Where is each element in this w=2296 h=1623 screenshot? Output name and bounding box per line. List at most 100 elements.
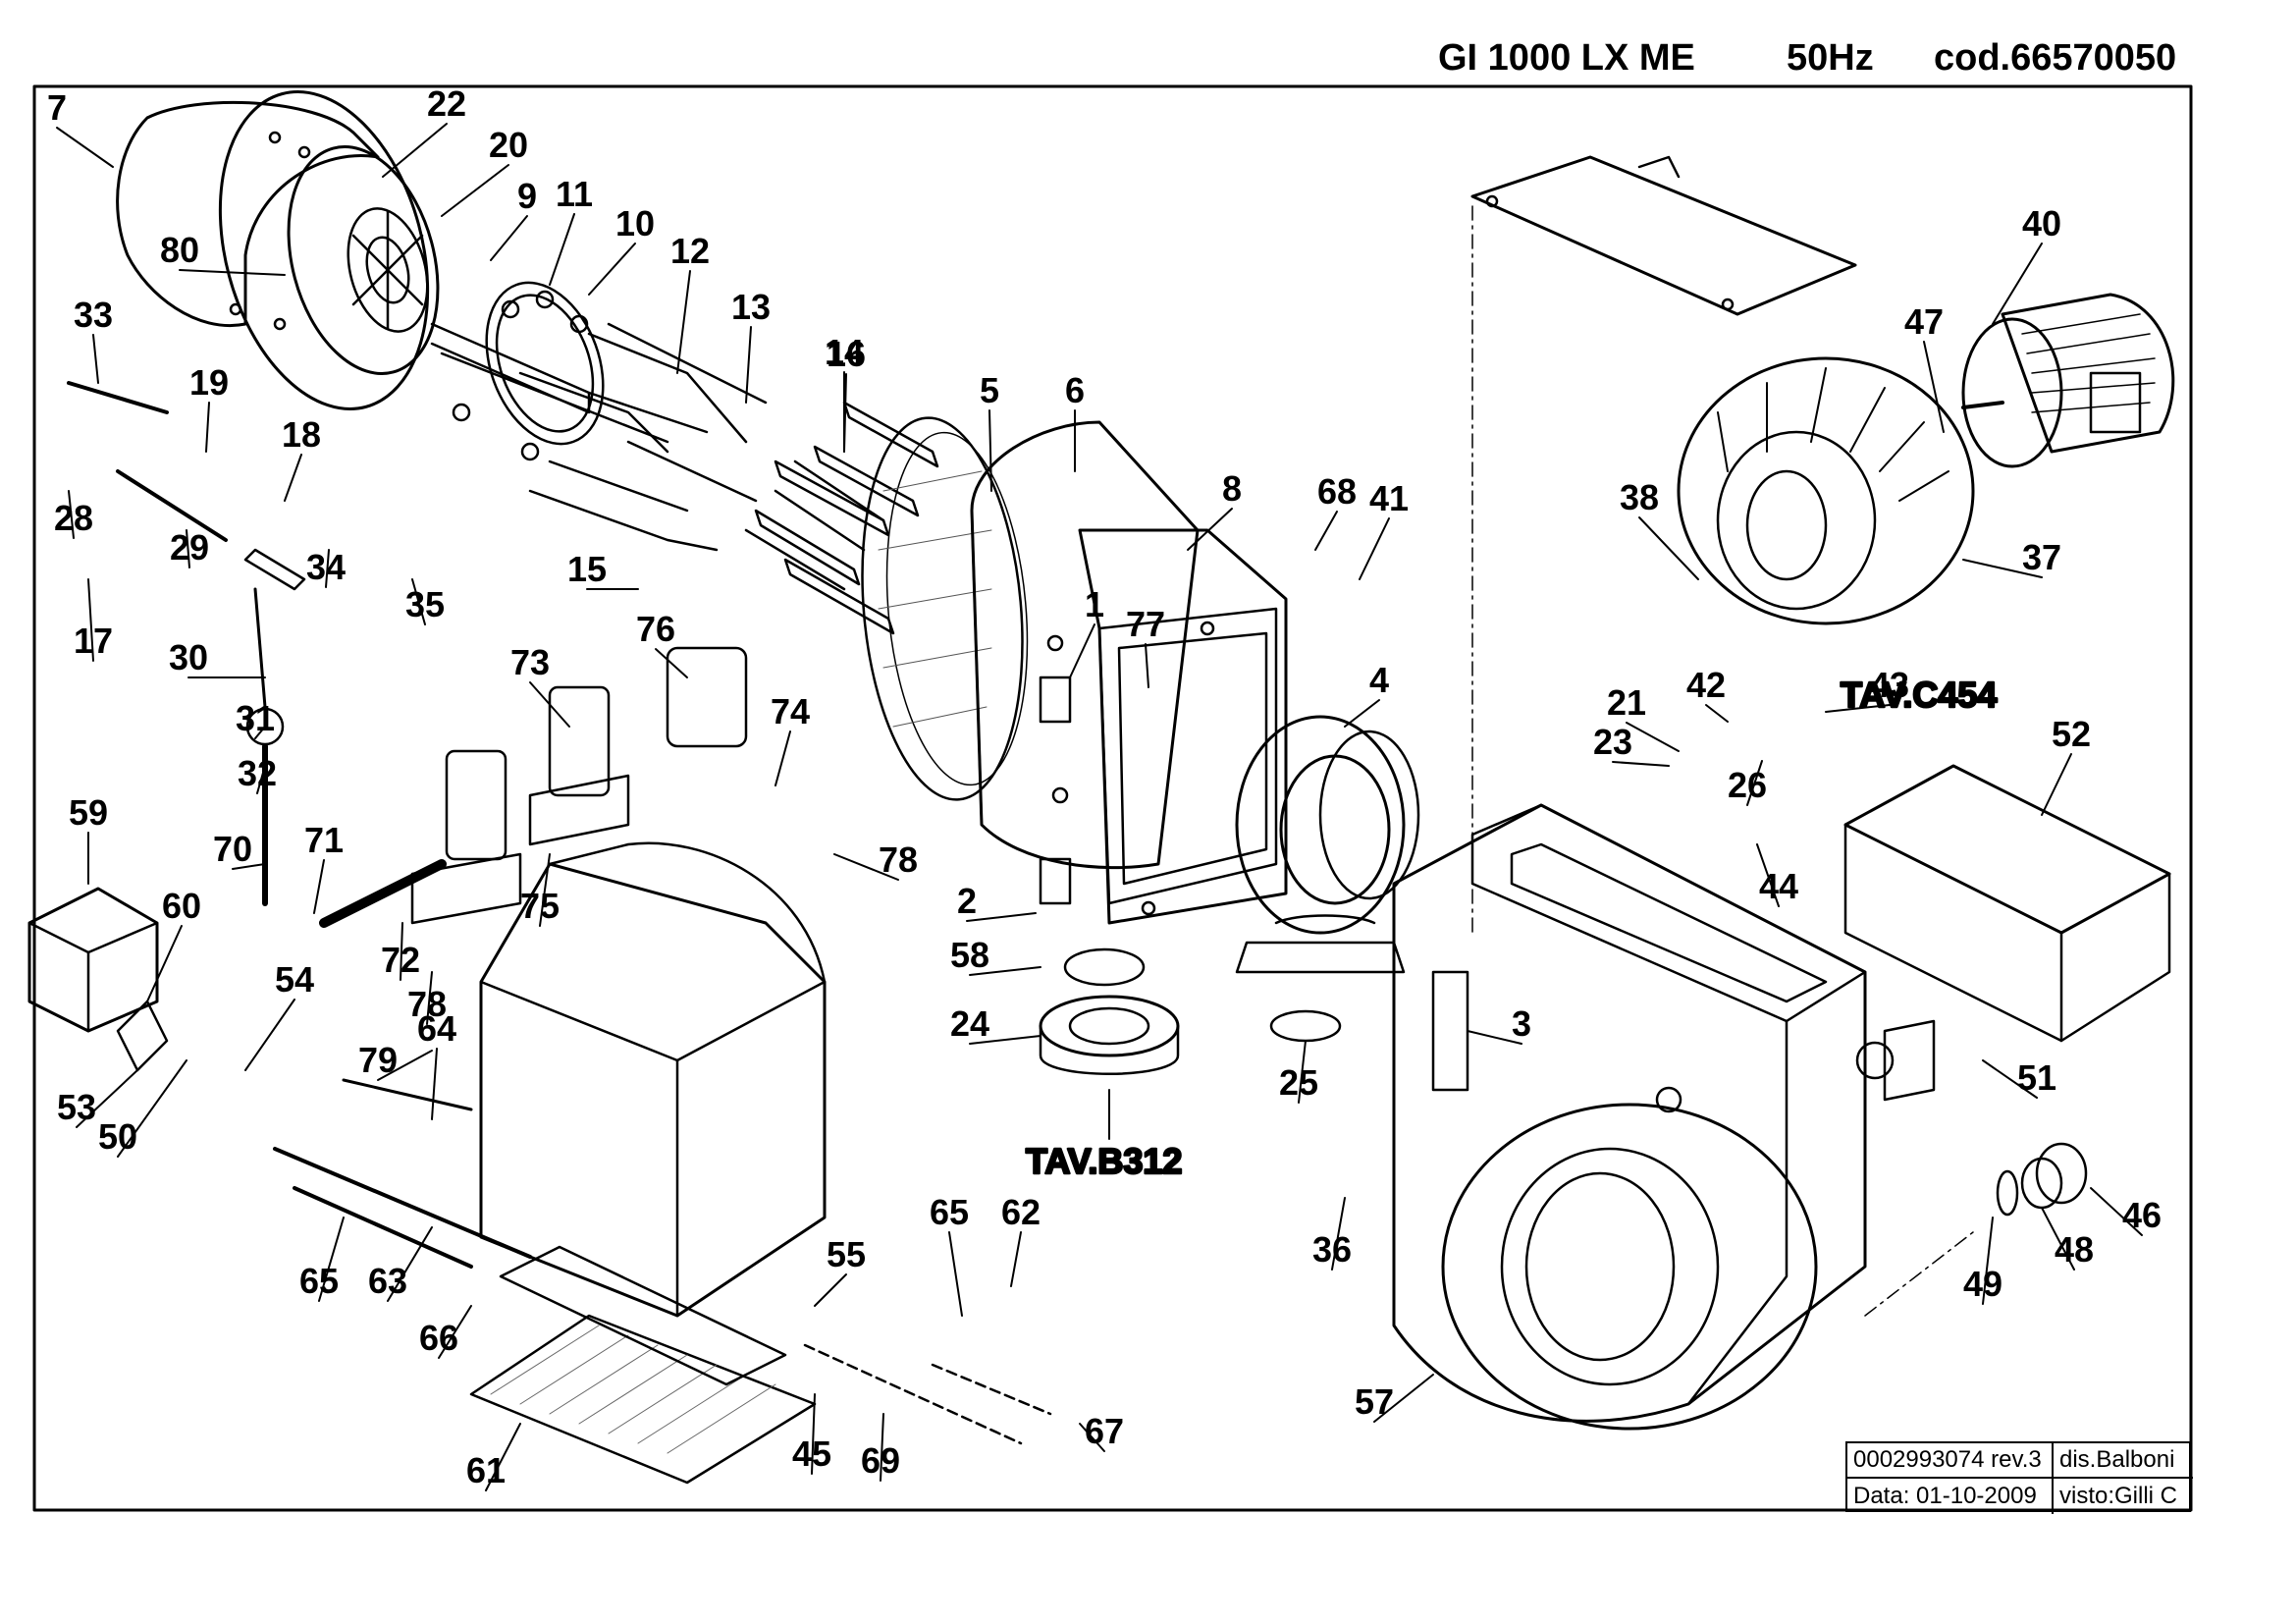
callout-label-50: 53	[57, 1087, 96, 1127]
callout-label-25: 26	[1728, 765, 1767, 805]
leader-line-59	[387, 1226, 433, 1302]
leader-line-42	[811, 1393, 816, 1475]
callout-label-61: 65	[299, 1261, 339, 1301]
leader-line-68	[313, 859, 325, 914]
callout-label-46: 49	[1963, 1264, 2002, 1304]
leader-line-30	[256, 765, 266, 794]
blast-tube	[116, 90, 440, 410]
leader-line-16	[87, 578, 94, 662]
callout-label-16: 17	[74, 621, 113, 661]
leader-line-57	[485, 1423, 521, 1491]
callout-label-12: 13	[731, 287, 771, 327]
callout-label-17: 18	[282, 414, 321, 455]
callout-label-54: 58	[950, 935, 989, 975]
callout-label-0: 1	[1085, 584, 1104, 624]
callout-label-1: 2	[957, 881, 977, 921]
leader-line-58	[1010, 1231, 1022, 1287]
callout-label-64: 67	[1085, 1411, 1124, 1451]
callout-label-32: 34	[306, 547, 346, 587]
callout-label-47: 50	[98, 1116, 137, 1157]
leader-line-0	[1069, 623, 1095, 678]
leader-line-29	[254, 726, 266, 739]
callout-label-72: 75	[520, 886, 560, 926]
leader-line-15	[843, 373, 847, 453]
callout-label-69: 72	[381, 940, 420, 980]
leader-line-8	[490, 215, 528, 261]
leader-line-50	[76, 1069, 138, 1128]
leader-line-62	[948, 1231, 963, 1317]
fan-motor	[1961, 293, 2175, 468]
callout-label-39: 42	[1686, 665, 1726, 705]
callout-label-43: 46	[2122, 1195, 2162, 1235]
code-label: cod.66570050	[1934, 37, 2177, 79]
leader-line-23	[969, 1035, 1041, 1045]
callout-label-42: 45	[792, 1434, 831, 1474]
gasket	[861, 416, 1029, 801]
leader-line-65	[1314, 511, 1338, 551]
leader-line-1	[966, 912, 1037, 922]
callout-label-66: 69	[861, 1440, 900, 1481]
leader-line-78	[179, 269, 286, 276]
air-ring	[1235, 715, 1420, 974]
leader-line-75	[833, 853, 899, 881]
leader-line-61	[318, 1217, 345, 1302]
callout-label-44: 47	[1904, 301, 1944, 342]
callout-label-23: 24	[950, 1003, 989, 1044]
leader-line-76	[426, 971, 433, 1025]
leader-line-70	[529, 681, 570, 728]
leader-line-21	[382, 123, 448, 178]
callout-label-45: 48	[2055, 1229, 2094, 1270]
callout-label-56: 60	[162, 886, 201, 926]
callout-label-22: 23	[1593, 722, 1632, 762]
checked-by: visto:Gilli C	[2059, 1483, 2178, 1509]
callout-label-53: 57	[1355, 1381, 1394, 1422]
leader-line-9	[588, 243, 636, 296]
leader-line-24	[1298, 1040, 1307, 1104]
leader-line-48	[1982, 1059, 2038, 1099]
callout-label-55: 59	[69, 792, 108, 833]
leader-line-33	[411, 578, 426, 625]
callout-label-10: 11	[556, 174, 593, 214]
drawing-number: 0002993074 rev.3	[1847, 1443, 2054, 1479]
leader-line-27	[186, 529, 190, 568]
leader-line-22	[1612, 761, 1670, 767]
callout-label-21: 22	[427, 83, 466, 124]
callout-label-34: 36	[1312, 1229, 1352, 1270]
leader-line-37	[1992, 243, 2043, 325]
callout-label-27: 29	[170, 527, 209, 568]
callout-label-76: 78	[407, 984, 447, 1024]
leader-line-46	[1982, 1217, 1994, 1305]
ref-tav-c454: TAV.C454	[1841, 675, 1997, 715]
leader-line-60	[431, 1048, 438, 1120]
callout-label-2: 3	[1512, 1003, 1531, 1044]
air-filter	[469, 1245, 817, 1485]
callout-label-6: 7	[47, 87, 67, 128]
leader-line-35	[1962, 559, 2043, 578]
leader-line-72	[539, 853, 551, 927]
leader-line-11	[676, 270, 691, 374]
callout-label-49: 52	[2052, 714, 2091, 754]
callout-label-59: 63	[368, 1261, 407, 1301]
callout-label-19: 20	[489, 125, 528, 165]
leader-line-34	[1331, 1197, 1346, 1271]
callout-label-35: 37	[2022, 537, 2061, 577]
leader-line-18	[205, 402, 210, 453]
callout-label-41: 44	[1759, 866, 1798, 906]
callout-label-57: 61	[466, 1450, 506, 1490]
callout-label-29: 31	[236, 698, 275, 738]
callout-label-7: 8	[1222, 468, 1242, 509]
callout-label-58: 62	[1001, 1192, 1041, 1232]
fan-wheel	[1677, 356, 1975, 625]
leader-line-67	[232, 863, 266, 870]
callout-label-36: 38	[1620, 477, 1659, 517]
callout-label-63: 66	[419, 1318, 458, 1358]
callout-label-33: 35	[405, 584, 445, 624]
leader-line-19	[441, 164, 509, 217]
callout-label-62: 65	[930, 1192, 969, 1232]
callout-label-31: 33	[74, 295, 113, 335]
leader-line-74	[1145, 643, 1149, 688]
callout-label-9: 10	[615, 203, 655, 243]
